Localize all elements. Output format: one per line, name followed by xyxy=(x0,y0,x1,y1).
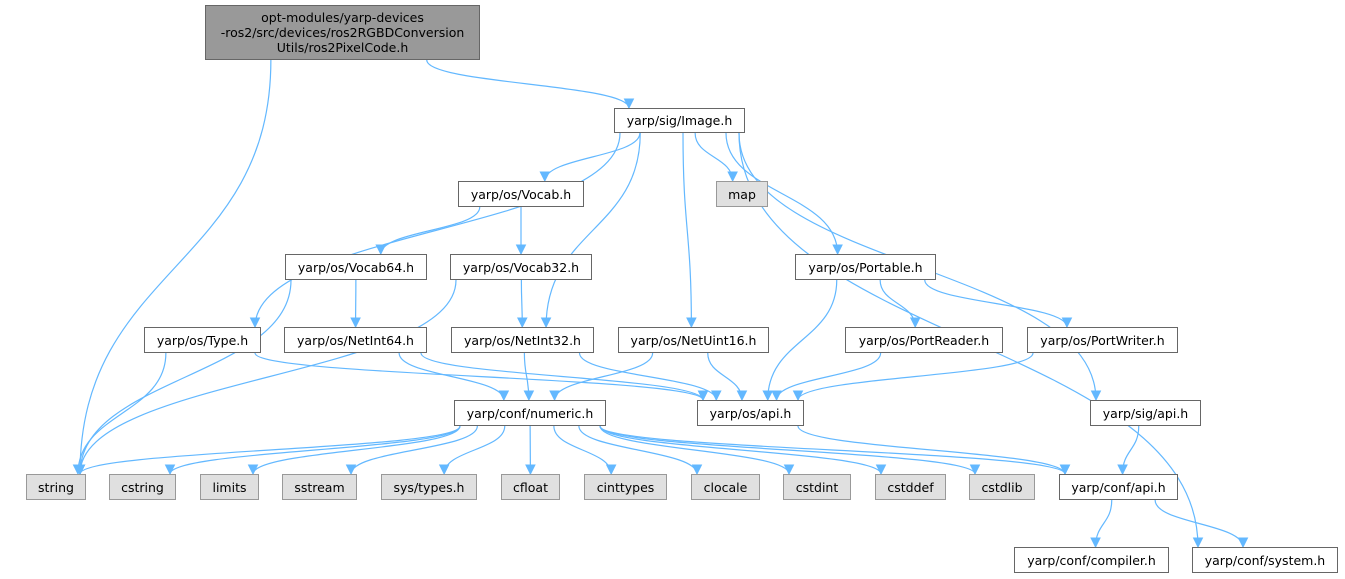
node-system-h[interactable]: yarp/conf/system.h xyxy=(1192,547,1338,573)
edge-numeric-to-sstream xyxy=(345,425,478,476)
edge-numeric-to-clocale xyxy=(578,425,703,476)
edge-portwriter-to-osapi xyxy=(792,352,1034,402)
edge-type-to-osapi xyxy=(254,352,709,402)
node-clocale[interactable]: clocale xyxy=(691,474,760,500)
edge-image-to-netuint16 xyxy=(682,132,697,329)
node-root-file[interactable]: opt-modules/yarp-devices -ros2/src/devic… xyxy=(205,5,480,60)
edge-numeric-to-cinttypes xyxy=(553,425,617,476)
node-sstream[interactable]: sstream xyxy=(282,474,357,500)
root-line-3: Utils/ros2PixelCode.h xyxy=(276,40,409,55)
edge-numeric-to-cstddef xyxy=(599,425,887,476)
edge-confapi-to-compiler xyxy=(1090,499,1113,549)
edge-numeric-to-systypes xyxy=(438,425,506,476)
edge-osapi-to-confapi xyxy=(797,425,1071,476)
node-image-h[interactable]: yarp/sig/Image.h xyxy=(614,108,745,133)
node-vocab64-h[interactable]: yarp/os/Vocab64.h xyxy=(285,254,427,280)
edge-numeric-to-cstring xyxy=(164,425,461,476)
edge-netint64-to-numeric xyxy=(398,352,510,402)
node-os-api-h[interactable]: yarp/os/api.h xyxy=(697,400,804,426)
node-cstdlib[interactable]: cstdlib xyxy=(969,474,1035,500)
edge-numeric-to-limits xyxy=(247,425,461,476)
edge-netint32-to-numeric xyxy=(523,352,535,402)
edge-root-to-string xyxy=(74,59,272,476)
node-limits[interactable]: limits xyxy=(200,474,259,500)
edge-netuint16-to-numeric xyxy=(549,352,654,402)
node-cstring[interactable]: cstring xyxy=(109,474,176,500)
edge-portable-to-portreader xyxy=(879,279,921,329)
edge-vocab32-to-string xyxy=(74,279,457,476)
node-netint64-h[interactable]: yarp/os/NetInt64.h xyxy=(284,327,427,353)
edge-numeric-to-string xyxy=(74,425,461,476)
node-cfloat[interactable]: cfloat xyxy=(501,474,560,500)
node-cstddef[interactable]: cstddef xyxy=(875,474,946,500)
edge-image-to-map xyxy=(694,132,739,183)
edge-portable-to-portwriter xyxy=(924,279,1073,329)
node-compiler-h[interactable]: yarp/conf/compiler.h xyxy=(1014,547,1169,573)
edge-portable-to-osapi xyxy=(762,279,838,402)
node-map[interactable]: map xyxy=(716,181,768,207)
edge-sigapi-to-confapi xyxy=(1117,425,1140,476)
edge-vocab32-to-netint32 xyxy=(516,279,528,329)
edge-image-to-vocab xyxy=(539,132,641,183)
node-sig-api-h[interactable]: yarp/sig/api.h xyxy=(1090,400,1201,426)
edge-image-to-portable xyxy=(725,132,843,256)
node-netint32-h[interactable]: yarp/os/NetInt32.h xyxy=(451,327,594,353)
edge-numeric-to-cstdint xyxy=(599,425,795,476)
edge-netint32-to-osapi xyxy=(578,352,722,402)
node-conf-api-h[interactable]: yarp/conf/api.h xyxy=(1059,474,1178,500)
node-numeric-h[interactable]: yarp/conf/numeric.h xyxy=(454,400,606,426)
edge-numeric-to-confapi xyxy=(599,425,1071,476)
node-vocab-h[interactable]: yarp/os/Vocab.h xyxy=(458,181,584,207)
edge-numeric-to-cstdlib xyxy=(599,425,981,476)
edge-image-to-netint32 xyxy=(540,132,641,329)
node-type-h[interactable]: yarp/os/Type.h xyxy=(144,327,261,353)
node-portreader-h[interactable]: yarp/os/PortReader.h xyxy=(845,327,1003,353)
edge-netuint16-to-osapi xyxy=(707,352,748,402)
edge-vocab-to-vocab64 xyxy=(375,206,481,256)
root-line-2: -ros2/src/devices/ros2RGBDConversion xyxy=(220,25,465,40)
edge-root-to-image xyxy=(426,59,635,110)
node-vocab32-h[interactable]: yarp/os/Vocab32.h xyxy=(450,254,592,280)
node-portable-h[interactable]: yarp/os/Portable.h xyxy=(795,254,936,280)
node-sys-types-h[interactable]: sys/types.h xyxy=(381,474,477,500)
edge-image-to-type xyxy=(249,132,621,329)
root-line-1: opt-modules/yarp-devices xyxy=(261,10,424,25)
edge-confapi-to-system xyxy=(1154,499,1249,549)
node-portwriter-h[interactable]: yarp/os/PortWriter.h xyxy=(1027,327,1178,353)
node-string[interactable]: string xyxy=(26,474,86,500)
edge-portreader-to-osapi xyxy=(771,352,882,402)
edge-netint64-to-osapi xyxy=(420,352,709,402)
node-cstdint[interactable]: cstdint xyxy=(783,474,851,500)
node-cinttypes[interactable]: cinttypes xyxy=(584,474,667,500)
edge-type-to-string xyxy=(72,352,167,476)
node-netuint16-h[interactable]: yarp/os/NetUint16.h xyxy=(618,327,769,353)
